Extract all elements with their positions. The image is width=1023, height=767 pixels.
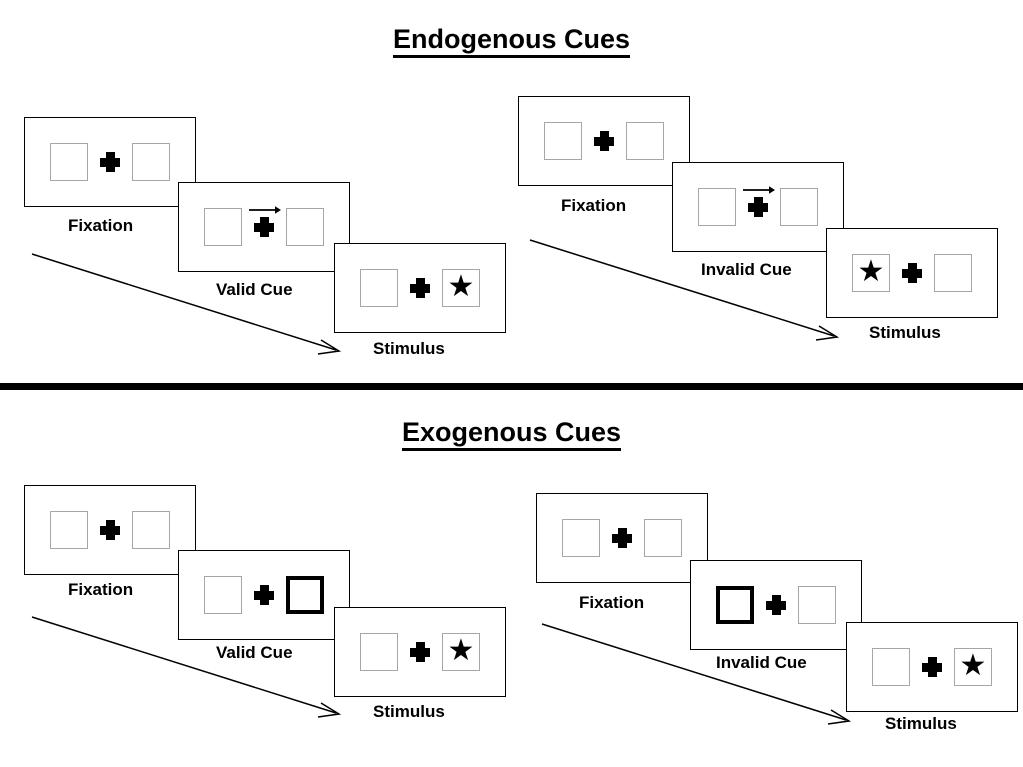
right-box [644,519,682,557]
right-box [132,511,170,549]
right-box [132,143,170,181]
right-box [286,208,324,246]
arrow-right-cue-icon [741,185,775,195]
caption-endogenous-invalid-stimulus: Stimulus [869,323,941,342]
frame-exogenous-valid-fixation [24,485,196,575]
section-title-exogenous-text: Exogenous Cues [401,417,622,451]
right-box [798,586,836,624]
frame-exogenous-invalid-fixation [536,493,708,583]
frame-content [50,507,170,553]
frame-content [562,515,682,561]
left-box [204,208,242,246]
time-arrow-exogenous-valid [30,613,350,725]
right-box [780,188,818,226]
fixation-cross-icon [398,629,442,675]
left-box [360,633,398,671]
frame-endogenous-invalid-stimulus: ★ [826,228,998,318]
star-icon: ★ [447,634,475,667]
frame-endogenous-valid-stimulus: ★ [334,243,506,333]
fixation-cross-icon [600,515,644,561]
time-arrow-exogenous-invalid [540,620,860,732]
time-arrow-endogenous-valid [30,250,350,362]
left-box [50,511,88,549]
frame-endogenous-valid-fixation [24,117,196,207]
right-box-cued [286,576,324,614]
fixation-cross-icon [242,204,286,250]
caption-endogenous-invalid-fixation: Fixation [561,196,627,215]
fixation-cross-icon [910,644,954,690]
left-box [204,576,242,614]
right-box: ★ [442,269,480,307]
caption-exogenous-invalid-fixation: Fixation [579,593,645,612]
frame-exogenous-invalid-cue [690,560,862,650]
fixation-cross-icon [890,250,934,296]
frame-exogenous-valid-cue [178,550,350,640]
section-title-endogenous: Endogenous Cues [0,24,1023,58]
frame-content [698,184,818,230]
caption-endogenous-invalid-cue: Invalid Cue [701,260,792,279]
frame-content [204,204,324,250]
left-box [562,519,600,557]
fixation-cross-icon [88,507,132,553]
caption-exogenous-valid-stimulus: Stimulus [373,702,445,721]
time-arrow-endogenous-invalid [528,236,848,348]
frame-content [204,572,324,618]
caption-endogenous-valid-fixation: Fixation [68,216,134,235]
left-box [872,648,910,686]
caption-exogenous-invalid-stimulus: Stimulus [885,714,957,733]
left-box [698,188,736,226]
fixation-cross-icon [582,118,626,164]
frame-endogenous-invalid-fixation [518,96,690,186]
frame-content [544,118,664,164]
frame-content: ★ [872,644,992,690]
star-icon: ★ [447,270,475,303]
fixation-cross-icon [398,265,442,311]
right-box: ★ [442,633,480,671]
fixation-cross-icon [754,582,798,628]
left-box [360,269,398,307]
right-box: ★ [954,648,992,686]
caption-endogenous-valid-stimulus: Stimulus [373,339,445,358]
frame-endogenous-invalid-cue [672,162,844,252]
star-icon: ★ [857,255,885,288]
caption-exogenous-valid-fixation: Fixation [68,580,134,599]
fixation-cross-icon [242,572,286,618]
right-box [626,122,664,160]
left-box [544,122,582,160]
left-box: ★ [852,254,890,292]
left-box [50,143,88,181]
caption-exogenous-valid-cue: Valid Cue [216,643,293,662]
section-divider [0,383,1023,390]
frame-exogenous-invalid-stimulus: ★ [846,622,1018,712]
fixation-cross-icon [88,139,132,185]
left-box-cued [716,586,754,624]
frame-content: ★ [852,250,972,296]
frame-endogenous-valid-cue [178,182,350,272]
frame-content: ★ [360,265,480,311]
frame-exogenous-valid-stimulus: ★ [334,607,506,697]
right-box [934,254,972,292]
section-title-endogenous-text: Endogenous Cues [392,24,630,58]
frame-content [716,582,836,628]
fixation-cross-icon [736,184,780,230]
caption-endogenous-valid-cue: Valid Cue [216,280,293,299]
caption-exogenous-invalid-cue: Invalid Cue [716,653,807,672]
arrow-right-cue-icon [247,205,281,215]
frame-content [50,139,170,185]
section-title-exogenous: Exogenous Cues [0,417,1023,451]
frame-content: ★ [360,629,480,675]
star-icon: ★ [959,649,987,682]
